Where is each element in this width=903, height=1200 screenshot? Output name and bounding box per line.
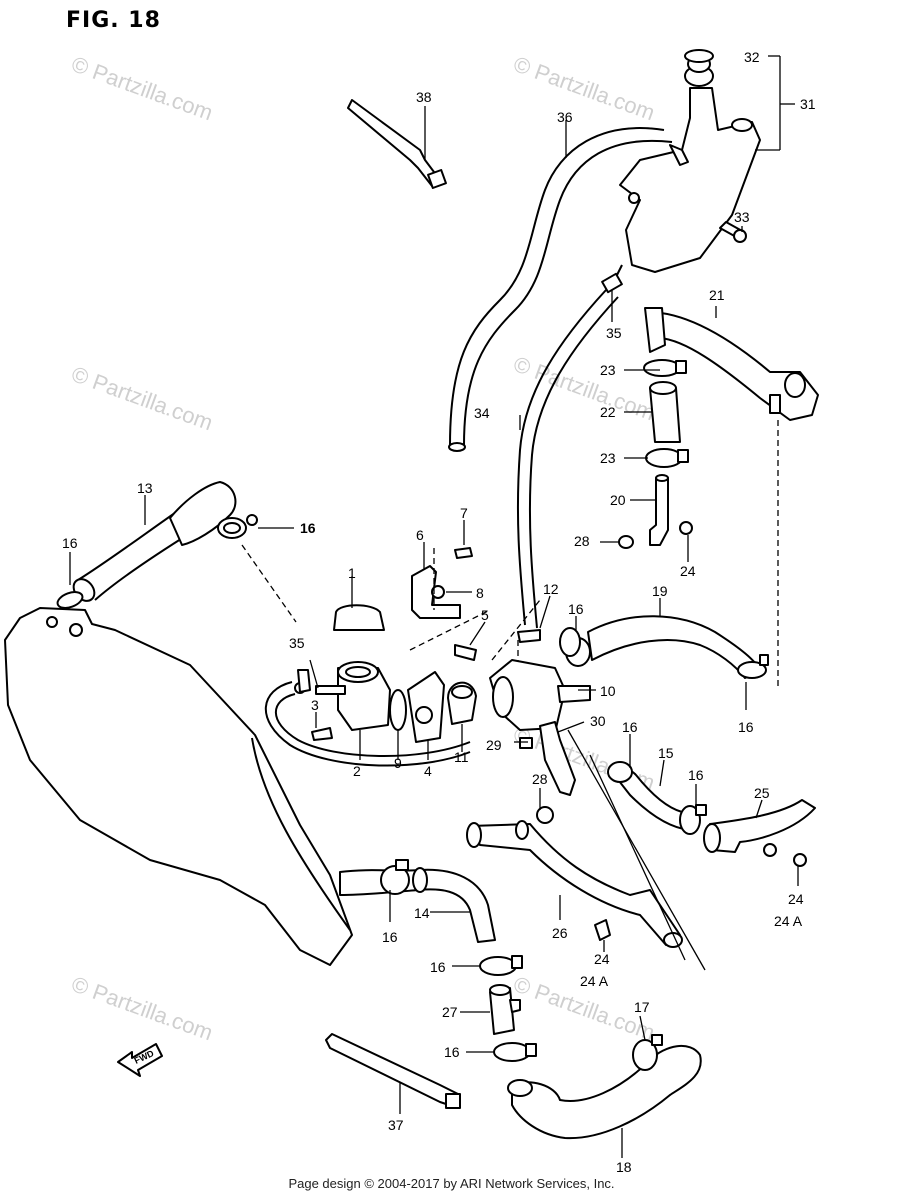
reservoir-tank-illustration	[611, 49, 761, 286]
callout-labels: 32 31 38 36 33 21 35 23 34 22 23 13 20 7…	[62, 49, 816, 1175]
clamp-16-lower-illustration	[479, 955, 523, 976]
callout-16-clamp: 16	[430, 959, 446, 975]
callout-34: 34	[474, 405, 490, 421]
callout-22: 22	[600, 404, 616, 420]
callout-28-upper: 28	[574, 533, 590, 549]
clamp-23-lower-illustration	[645, 448, 689, 468]
hose-13-illustration	[56, 481, 258, 609]
callout-23-upper: 23	[600, 362, 616, 378]
callout-6: 6	[416, 527, 424, 543]
callout-32: 32	[744, 49, 760, 65]
callout-19: 19	[652, 583, 668, 599]
hose-18-illustration	[507, 1034, 702, 1140]
callout-24A-right: 24 A	[774, 913, 803, 929]
thermostat-housing-illustration	[294, 604, 591, 796]
callout-11: 11	[454, 749, 469, 765]
callout-21: 21	[709, 287, 725, 303]
pipe-22-illustration	[649, 381, 681, 443]
callout-16-hose15-right: 16	[688, 767, 704, 783]
callout-35-upper: 35	[606, 325, 622, 341]
figure-title: FIG. 18	[66, 8, 161, 33]
watermark: © Partzilla.com	[68, 51, 216, 125]
callout-27: 27	[442, 1004, 458, 1020]
callout-24-lower: 24	[594, 951, 610, 967]
joint-27-illustration	[489, 984, 521, 1035]
callout-24A-lower: 24 A	[580, 973, 609, 989]
watermarks: © Partzilla.com © Partzilla.com © Partzi…	[68, 51, 658, 1045]
hose-14-illustration	[339, 859, 496, 943]
callout-29: 29	[486, 737, 502, 753]
callout-10: 10	[600, 683, 616, 699]
hose-15-illustration	[607, 761, 707, 835]
callout-16-right: 16	[738, 719, 754, 735]
callout-23-lower: 23	[600, 450, 616, 466]
callout-7: 7	[460, 505, 468, 521]
fwd-arrow-icon: FWD	[117, 1043, 163, 1077]
clamp-16-mid-illustration	[559, 627, 581, 657]
callout-38: 38	[416, 89, 432, 105]
clamp-16-bottom-illustration	[493, 1042, 537, 1062]
watermark: © Partzilla.com	[510, 51, 658, 125]
callout-30: 30	[590, 713, 606, 729]
pipe-21-illustration	[644, 307, 819, 421]
callout-24-right: 24	[788, 891, 804, 907]
bracket-6-illustration	[411, 547, 541, 661]
callout-9: 9	[394, 755, 402, 771]
callout-3: 3	[311, 697, 319, 713]
callout-36: 36	[557, 109, 573, 125]
leader-lines	[69, 55, 799, 1158]
watermark: © Partzilla.com	[68, 971, 216, 1045]
reference-lines	[264, 681, 706, 971]
radiator-illustration	[4, 607, 353, 966]
callout-18: 18	[616, 1159, 632, 1175]
callout-16-upper-left: 16	[300, 520, 316, 536]
callout-20: 20	[610, 492, 626, 508]
callout-8: 8	[476, 585, 484, 601]
callout-33: 33	[734, 209, 750, 225]
callout-16-left: 16	[62, 535, 78, 551]
callout-17: 17	[634, 999, 650, 1015]
pipe-25-illustration	[703, 799, 816, 867]
pipe-26-illustration	[466, 806, 683, 948]
callout-25: 25	[754, 785, 770, 801]
callout-12: 12	[543, 581, 559, 597]
callout-15: 15	[658, 745, 674, 761]
callout-24-upper: 24	[680, 563, 696, 579]
callout-16-hose15: 16	[622, 719, 638, 735]
watermark: © Partzilla.com	[68, 361, 216, 435]
callout-14: 14	[414, 905, 430, 921]
dashed-guides	[241, 420, 779, 690]
callout-13: 13	[137, 480, 153, 496]
callout-35-lower: 35	[289, 635, 305, 651]
callout-31: 31	[800, 96, 816, 112]
callout-37: 37	[388, 1117, 404, 1133]
callout-1: 1	[348, 565, 356, 581]
band-38-illustration	[347, 99, 447, 189]
callout-4: 4	[424, 763, 432, 779]
clamp-23-upper-illustration	[643, 359, 687, 377]
hose-34-illustration	[516, 272, 623, 629]
callout-16-hose14: 16	[382, 929, 398, 945]
callout-26: 26	[552, 925, 568, 941]
watermark: © Partzilla.com	[510, 351, 658, 425]
callout-5: 5	[481, 607, 489, 623]
hose-36-illustration	[448, 127, 673, 452]
callout-16-bottom: 16	[444, 1044, 460, 1060]
callout-2: 2	[353, 763, 361, 779]
band-37-illustration	[325, 1033, 461, 1109]
pipe-20-illustration	[618, 474, 693, 549]
hose-19-illustration	[565, 615, 769, 679]
callout-16-mid: 16	[568, 601, 584, 617]
callout-28-lower: 28	[532, 771, 548, 787]
footer-copyright: Page design © 2004-2017 by ARI Network S…	[288, 1176, 615, 1191]
